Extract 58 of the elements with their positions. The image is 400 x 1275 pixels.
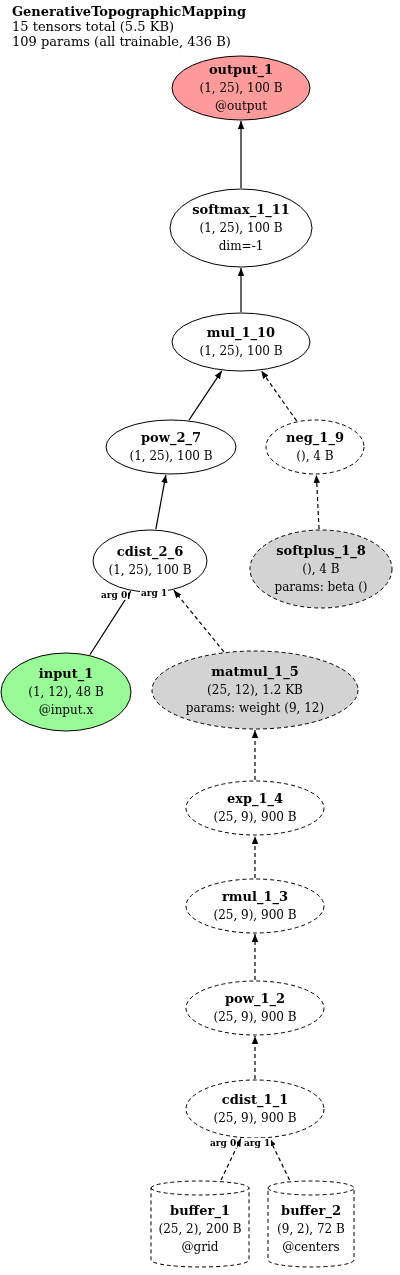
node-detail: dim=-1 [218,238,264,255]
arrow [89,590,132,656]
arrow [251,835,259,879]
arrow [251,933,259,981]
node-detail: (25, 9), 900 B [213,1009,297,1026]
node-detail: @centers [282,1239,340,1256]
node-detail: (1, 12), 48 B [28,684,104,701]
node-name: pow_1_2 [224,990,285,1008]
diagram-title: GenerativeTopographicMapping [12,4,246,19]
arrow [313,474,320,530]
arrow [220,1137,242,1181]
arrow [237,120,245,189]
node-detail: (), 4 B [302,561,340,578]
arrow [188,370,223,421]
node-name: rmul_1_3 [221,888,289,906]
node-name: softplus_1_8 [276,542,366,560]
node-detail: (9, 2), 72 B [277,1221,345,1238]
edge-label: arg 1 [140,588,169,598]
node-detail: @input.x [38,702,94,719]
node-detail: @grid [181,1239,219,1256]
node-detail: (25, 9), 900 B [213,1110,297,1127]
arrow [155,474,168,530]
node-name: buffer_1 [170,1202,230,1220]
arrow [268,1137,291,1181]
node-name: neg_1_9 [286,429,344,447]
node-detail: (25, 2), 200 B [158,1221,242,1238]
edge-label: arg 0 [100,590,129,600]
node-name: mul_1_10 [206,324,276,342]
node-detail: (1, 25), 100 B [199,343,283,360]
edge-label: arg 1 [243,1138,272,1148]
summary-text: 109 params (all trainable, 436 B) [12,34,232,49]
arrow [237,267,245,313]
node-detail: (1, 25), 100 B [199,220,283,237]
node-detail: (25, 9), 900 B [213,809,297,826]
node-name: output_1 [208,61,274,79]
node-detail: params: weight (9, 12) [185,700,325,717]
arrow [251,1035,259,1080]
node-name: buffer_2 [281,1202,341,1220]
edge-label: arg 0 [209,1138,238,1148]
node-detail: params: beta () [274,579,368,596]
node-name: matmul_1_5 [211,663,299,681]
summary-text: 15 tensors total (5.5 KB) [12,19,175,34]
node-name: exp_1_4 [226,790,284,808]
node-name: input_1 [38,665,94,683]
arrow [260,370,298,422]
node-name: cdist_1_1 [221,1091,289,1109]
node-detail: (), 4 B [296,448,334,465]
node-name: softmax_1_11 [192,201,290,219]
node-detail: (1, 25), 100 B [129,448,213,465]
arrow [173,589,225,653]
node-detail: @output [215,98,267,115]
node-detail: (25, 12), 1.2 KB [207,682,303,699]
node-detail: (25, 9), 900 B [213,907,297,924]
node-detail: (1, 25), 100 B [199,80,283,97]
node-name: cdist_2_6 [116,543,184,561]
node-name: pow_2_7 [140,429,201,447]
node-detail: (1, 25), 100 B [108,562,192,579]
arrow [251,729,259,781]
